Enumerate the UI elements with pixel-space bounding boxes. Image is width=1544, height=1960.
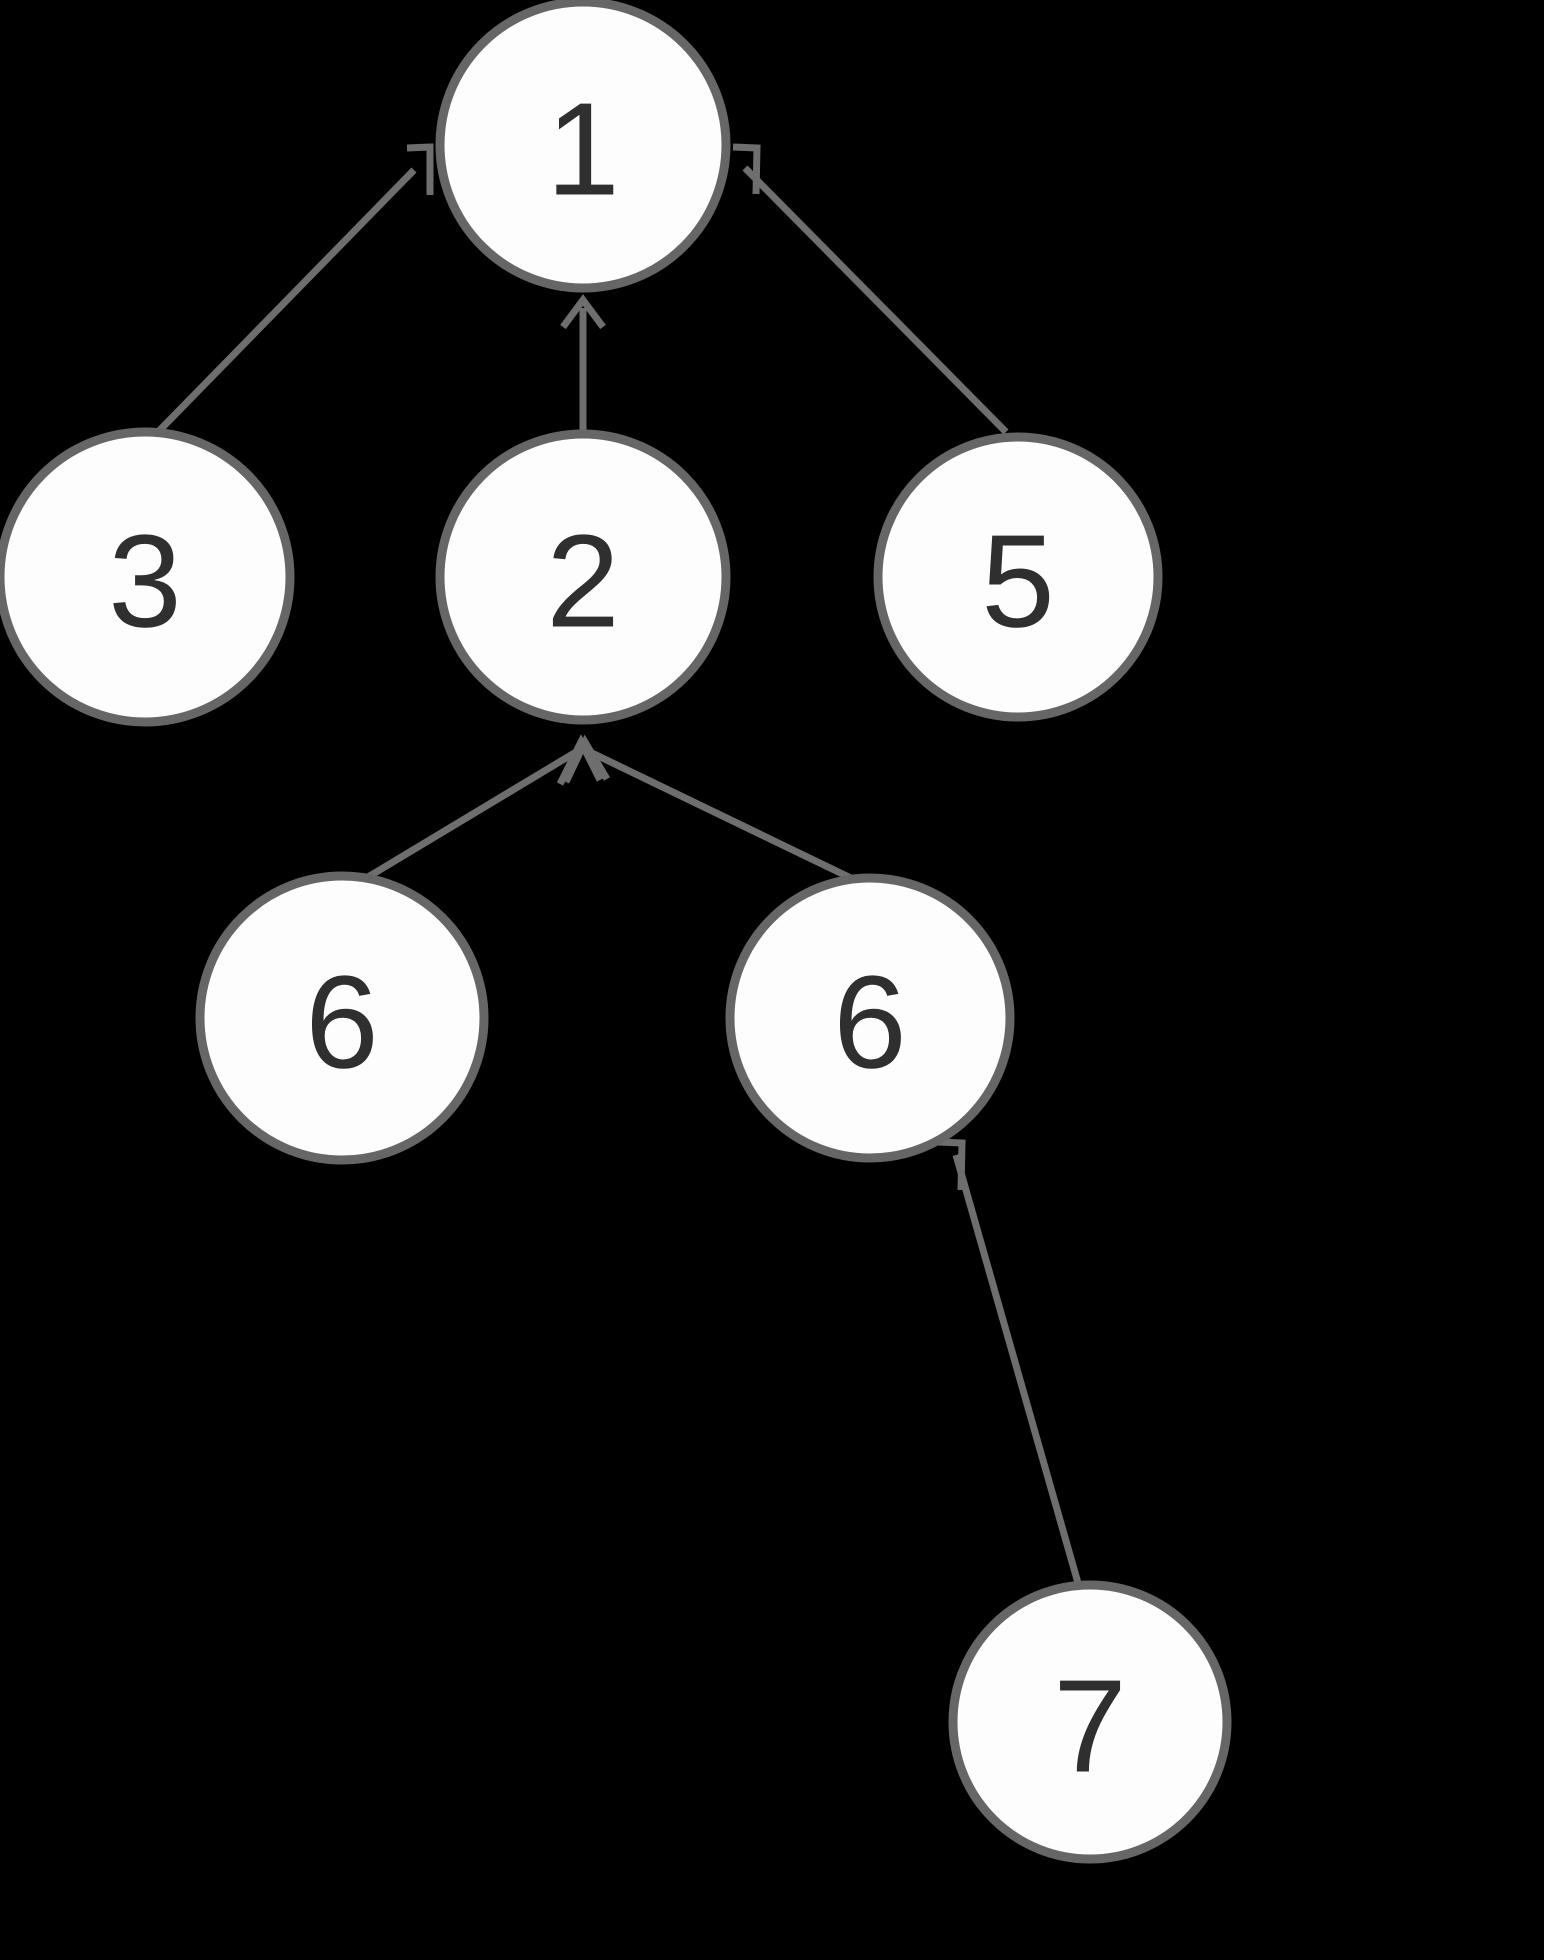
arrowhead-icon [560,294,606,330]
graph-edge [937,1138,1084,1591]
arrowhead-icon [556,734,604,786]
node-circle[interactable] [435,0,731,293]
edges-layer [155,143,1084,1591]
graph-edge [155,143,434,435]
node-label: 2 [546,508,619,655]
node-label: 3 [108,508,181,655]
edge-line [952,1154,1084,1591]
graph-node[interactable]: 3 [0,427,295,727]
node-circle[interactable] [0,427,295,727]
edge-line [588,748,857,884]
arrowhead-icon [732,143,761,195]
graph-node[interactable]: 5 [873,432,1163,722]
arrowhead-icon [406,143,434,195]
node-label: 6 [305,949,378,1096]
node-circle[interactable] [195,871,489,1165]
graph-node[interactable]: 6 [725,873,1015,1163]
edge-line [155,167,417,435]
arrowhead-icon [937,1138,966,1191]
arrowhead-icon [562,734,611,784]
graph-edge [562,734,857,884]
graph-edge [366,734,604,880]
node-circle[interactable] [435,429,731,725]
graph-node[interactable]: 1 [435,0,731,293]
node-label: 1 [546,76,619,223]
node-circle[interactable] [948,1580,1232,1864]
graph-edge [560,294,606,435]
node-circle[interactable] [725,873,1015,1163]
edge-line [742,165,1009,435]
edge-line [366,749,578,880]
nodes-layer: 1 3 2 5 6 6 7 [0,0,1232,1864]
graph-edge [732,143,1009,435]
node-label: 5 [981,508,1054,655]
node-label: 7 [1053,1653,1126,1800]
graph-node[interactable]: 7 [948,1580,1232,1864]
graph-node[interactable]: 6 [195,871,489,1165]
node-circle[interactable] [873,432,1163,722]
node-label: 6 [833,949,906,1096]
graph-node[interactable]: 2 [435,429,731,725]
